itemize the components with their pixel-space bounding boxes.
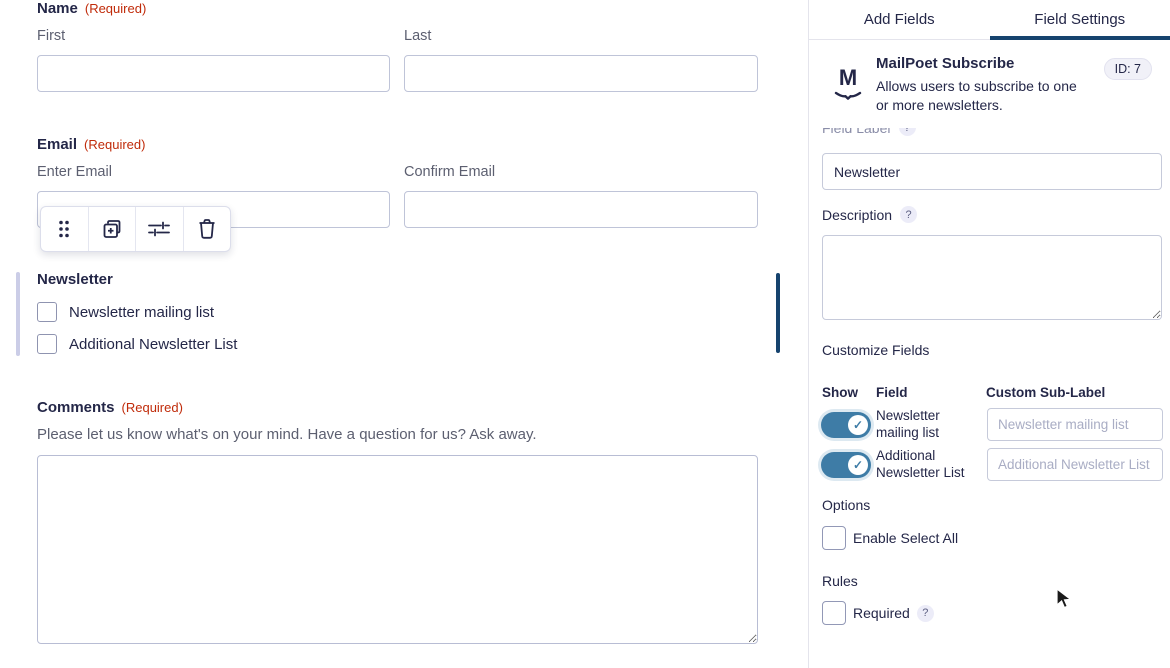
duplicate-field-button[interactable] — [87, 207, 136, 251]
first-name-input[interactable] — [37, 55, 390, 92]
toggle-check-icon: ✓ — [848, 455, 868, 475]
name-field-label: Name (Required) — [37, 0, 146, 18]
field-id-badge: ID: 7 — [1103, 58, 1152, 80]
drag-handle[interactable] — [41, 207, 88, 251]
enable-select-all-row: Enable Select All — [822, 526, 958, 550]
required-indicator: (Required) — [84, 137, 146, 152]
confirm-email-sublabel: Confirm Email — [404, 164, 496, 180]
required-indicator: (Required) — [84, 1, 147, 16]
field-settings-panel: Add Fields Field Settings M MailPoet Sub… — [808, 0, 1170, 668]
field-type-description: Allows users to subscribe to one or more… — [876, 78, 1077, 113]
email-field-label: Email (Required) — [37, 136, 145, 154]
delete-field-button[interactable] — [182, 207, 231, 251]
description-textarea[interactable] — [822, 235, 1162, 320]
field-toolbar — [40, 206, 231, 252]
row-field-name: Newsletter mailing list — [876, 408, 940, 440]
last-name-sublabel: Last — [404, 28, 432, 44]
settings-sliders-icon — [148, 221, 171, 237]
required-checkbox[interactable] — [822, 601, 846, 625]
customize-fields-title: Customize Fields — [822, 342, 930, 358]
field-label-text: Comments — [37, 399, 115, 416]
checkbox-newsletter-mailing-list[interactable] — [37, 302, 57, 322]
customize-field-row: ✓ Newsletter mailing list — [809, 406, 1170, 448]
checkbox-label: Newsletter mailing list — [69, 303, 215, 321]
last-name-input[interactable] — [404, 55, 758, 92]
description-setting-row: Description ? — [822, 206, 918, 223]
enable-select-all-label: Enable Select All — [853, 530, 959, 546]
help-icon[interactable]: ? — [898, 128, 916, 136]
tab-add-fields[interactable]: Add Fields — [863, 11, 935, 28]
field-label-text: Email — [37, 136, 78, 153]
help-icon[interactable]: ? — [916, 604, 934, 622]
confirm-email-input[interactable] — [404, 191, 758, 228]
field-settings-button[interactable] — [135, 207, 183, 251]
form-preview-canvas[interactable]: Name (Required) First Last Email (Required… — [0, 0, 808, 668]
field-label-text: Name — [37, 0, 78, 17]
field-label-setting-label: Field Label — [822, 128, 891, 136]
comments-field-label: Comments (Required) — [37, 399, 183, 417]
required-label: Required — [853, 605, 910, 621]
newsletter-option-row: Additional Newsletter List — [37, 334, 237, 354]
panel-body: M MailPoet Subscribe ID: 7 Allows users … — [809, 40, 1170, 668]
enable-select-all-checkbox[interactable] — [822, 526, 846, 550]
column-header-sublabel: Custom Sub-Label — [986, 385, 1106, 400]
field-label-input[interactable] — [822, 153, 1162, 190]
required-indicator: (Required) — [121, 400, 183, 415]
mailpoet-logo-icon: M — [828, 67, 868, 105]
comments-textarea[interactable] — [37, 455, 758, 644]
newsletter-option-row: Newsletter mailing list — [37, 302, 214, 322]
drag-handle-icon — [59, 220, 70, 238]
trash-icon — [199, 219, 215, 239]
field-type-title: MailPoet Subscribe — [876, 55, 1015, 72]
field-type-header: M MailPoet Subscribe ID: 7 Allows users … — [822, 55, 1162, 115]
column-header-field: Field — [876, 385, 908, 400]
help-icon[interactable]: ? — [900, 206, 918, 223]
tab-field-settings[interactable]: Field Settings — [989, 0, 1170, 40]
selected-field-left-bar — [16, 272, 20, 356]
toggle-show-additional-newsletter-list[interactable]: ✓ — [821, 452, 871, 478]
selected-field-resize-handle[interactable] — [776, 273, 780, 353]
duplicate-icon — [103, 220, 121, 238]
required-rule-row: Required ? — [822, 601, 934, 625]
enter-email-sublabel: Enter Email — [37, 164, 112, 180]
rules-section-title: Rules — [822, 573, 858, 589]
options-section-title: Options — [822, 497, 871, 513]
toggle-show-newsletter-mailing-list[interactable]: ✓ — [821, 412, 871, 438]
checkbox-additional-newsletter-list[interactable] — [37, 334, 57, 354]
clipped-field-label-row: Field Label ? — [822, 128, 1162, 141]
column-header-show: Show — [822, 385, 858, 400]
checkbox-label: Additional Newsletter List — [69, 335, 238, 353]
toggle-check-icon: ✓ — [848, 415, 868, 435]
panel-tabs: Add Fields Field Settings — [809, 0, 1170, 40]
newsletter-field-label: Newsletter — [37, 271, 113, 288]
custom-sublabel-input-newsletter-mailing-list[interactable] — [987, 408, 1163, 441]
first-name-sublabel: First — [37, 28, 66, 44]
description-setting-label: Description — [822, 206, 893, 223]
custom-sublabel-input-additional-newsletter-list[interactable] — [987, 448, 1163, 481]
row-field-name: Additional Newsletter List — [876, 448, 965, 480]
comments-description: Please let us know what's on your mind. … — [37, 426, 537, 443]
customize-field-row: ✓ Additional Newsletter List — [809, 446, 1170, 488]
